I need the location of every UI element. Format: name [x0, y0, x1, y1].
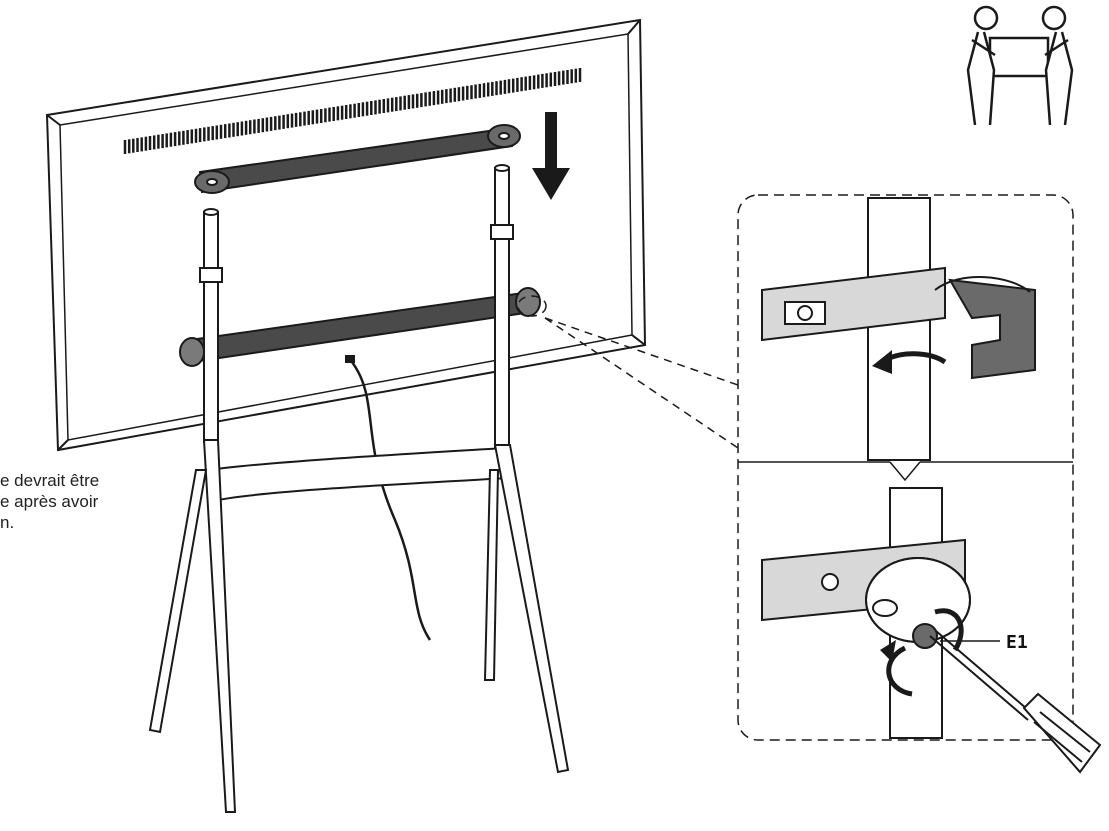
note-line-1: e devrait être: [0, 471, 100, 490]
rotate-arrow-icon: [886, 608, 964, 697]
stand-frame: [148, 164, 570, 813]
detail-top-clamp: [761, 197, 1036, 461]
two-person-lift-icon: [966, 5, 1074, 126]
power-cable: [350, 361, 432, 641]
callout-connectors: [517, 295, 739, 449]
note-line-3: n.: [0, 513, 15, 532]
top-bracket: [194, 124, 521, 194]
cable-plug: [345, 355, 355, 363]
down-arrow-icon: [532, 112, 570, 200]
lower-bracket: [179, 287, 541, 367]
screwdriver-icon: [929, 630, 1102, 774]
note-line-2: e après avoir: [0, 492, 99, 511]
vent-slots: [123, 68, 582, 154]
detail-panel: [737, 194, 1102, 774]
detail-bottom-screw: [761, 487, 971, 739]
instruction-note: e devrait être e après avoir n.: [0, 470, 200, 533]
part-label-e1: E1: [1006, 632, 1028, 653]
